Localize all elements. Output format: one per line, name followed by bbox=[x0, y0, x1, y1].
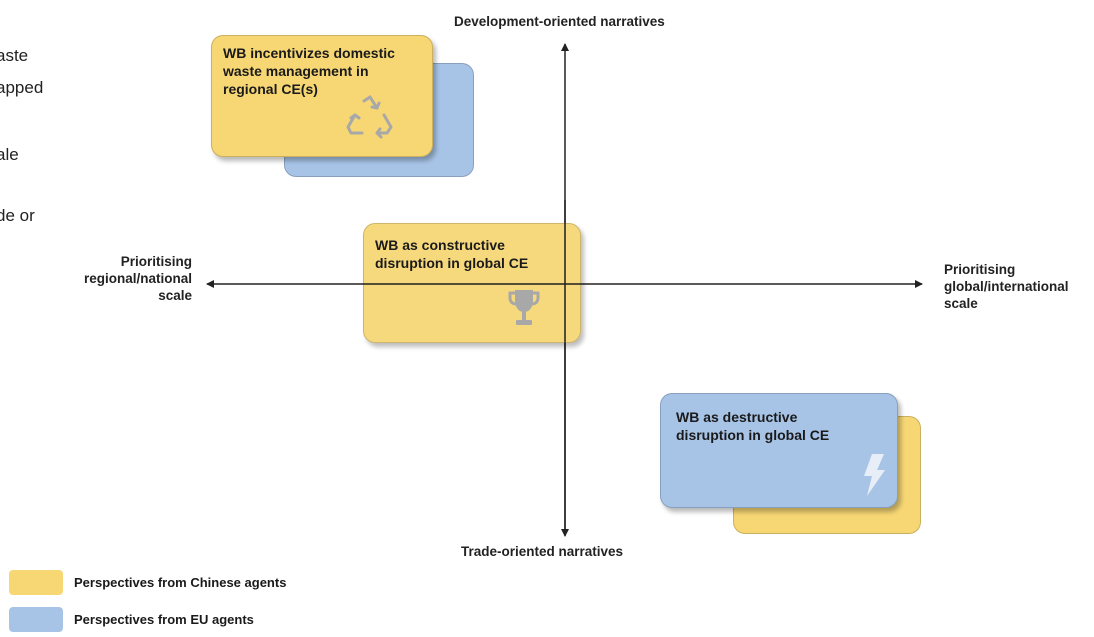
cropped-text-line-2: apped bbox=[0, 78, 44, 97]
cropped-text-line-3: ale bbox=[0, 145, 19, 164]
recycle-icon bbox=[344, 95, 396, 141]
chinese-card-center bbox=[363, 223, 581, 343]
card-text-destructive: WB as destructive disruption in global C… bbox=[676, 409, 830, 444]
card-text-domestic-waste: WB incentivizes domestic waste managemen… bbox=[223, 45, 395, 98]
legend-swatch-chinese bbox=[9, 570, 63, 595]
legend-label-eu: Perspectives from EU agents bbox=[74, 612, 254, 627]
card-text-constructive: WB as constructive disruption in global … bbox=[375, 237, 529, 272]
cropped-text-line-1: aste bbox=[0, 46, 29, 65]
trophy-icon bbox=[507, 288, 541, 330]
legend-swatch-eu bbox=[9, 607, 63, 632]
cropped-text-line-4: de or bbox=[0, 206, 35, 225]
legend-label-chinese: Perspectives from Chinese agents bbox=[74, 575, 287, 590]
lightning-icon bbox=[858, 452, 888, 498]
axis-label-top: Development-oriented narratives bbox=[454, 14, 665, 29]
axis-label-left: Prioritising regional/national scale bbox=[83, 254, 192, 303]
eu-card-bottom-right bbox=[660, 393, 898, 508]
axis-label-right: Prioritising global/international scale bbox=[944, 262, 1069, 311]
axis-label-bottom: Trade-oriented narratives bbox=[461, 544, 624, 559]
chinese-card-top-left bbox=[211, 35, 433, 157]
